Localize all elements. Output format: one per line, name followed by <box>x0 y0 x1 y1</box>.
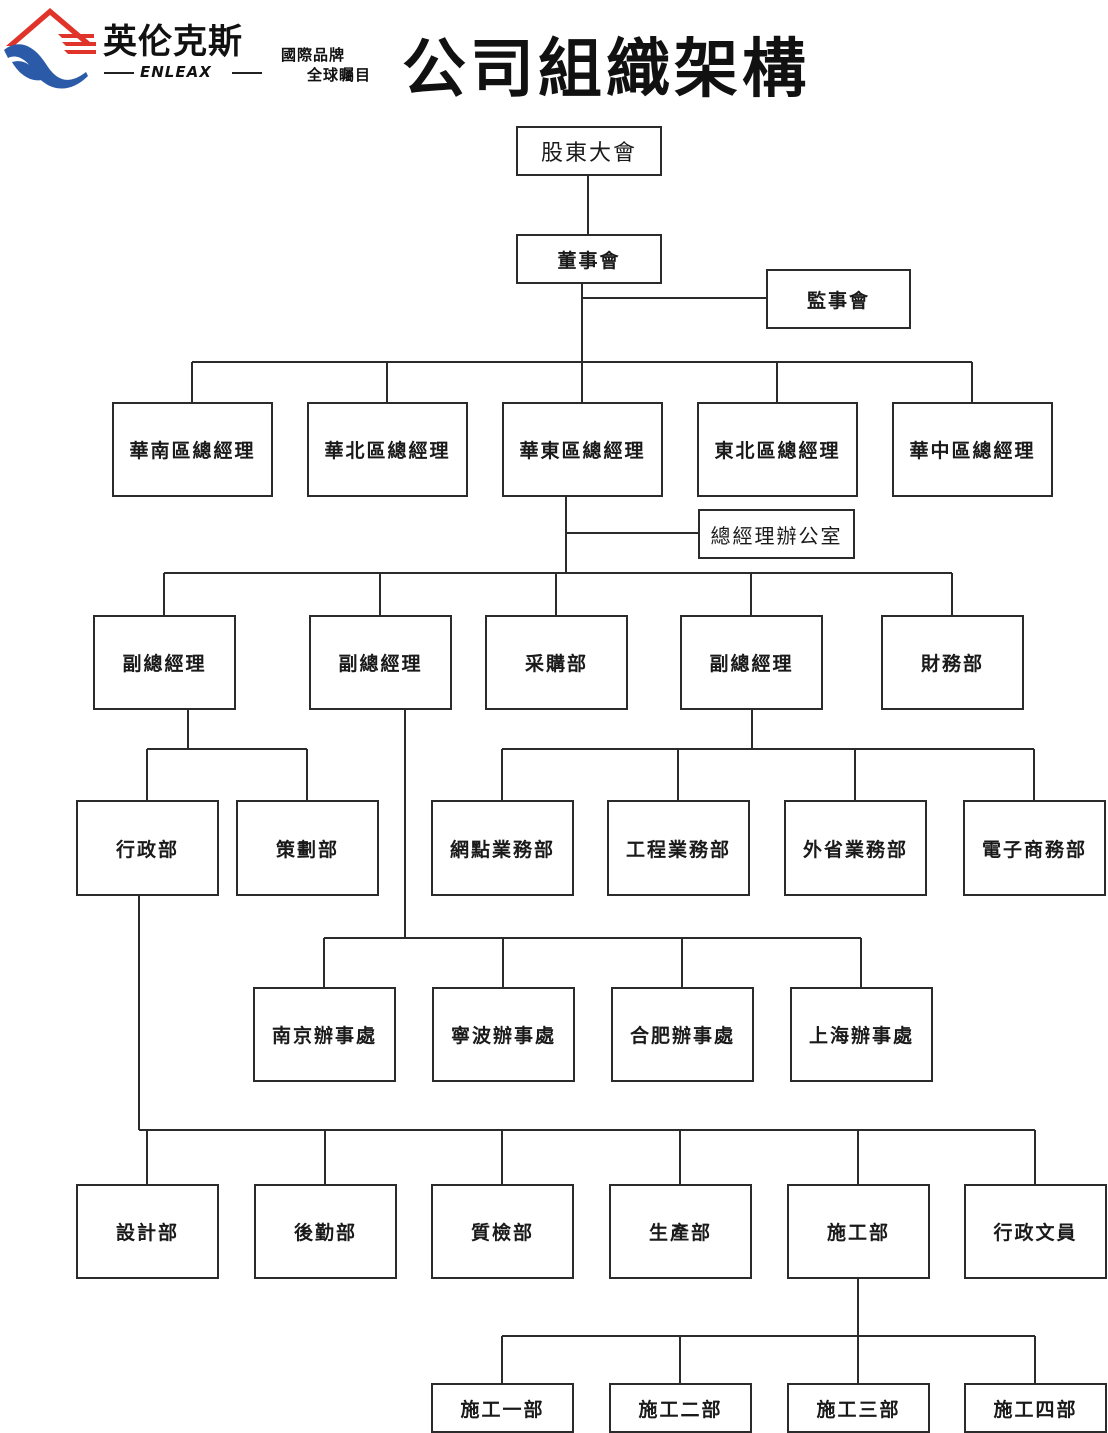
node-gm-south-china: 華南區總經理 <box>112 402 273 497</box>
page-title: 公司組織架構 <box>402 33 810 107</box>
brand-rule-right <box>232 72 262 74</box>
node-construction-dept: 施工部 <box>787 1184 930 1279</box>
slogan-line-2: 全球矚目 <box>306 66 371 84</box>
node-gm-office: 總經理辦公室 <box>698 509 855 559</box>
node-gm-east-china: 華東區總經理 <box>502 402 663 497</box>
brand-english-lockup: ENLEAX <box>104 62 266 82</box>
node-board-of-directors: 董事會 <box>516 234 662 284</box>
node-vice-gm-2: 副總經理 <box>309 615 452 710</box>
node-engineering-sales-dept: 工程業務部 <box>607 800 750 896</box>
node-quality-inspection-dept: 質檢部 <box>431 1184 574 1279</box>
node-vice-gm-3: 副總經理 <box>680 615 823 710</box>
slogan-line-1: 國際品牌 <box>281 46 346 64</box>
node-finance-dept: 財務部 <box>881 615 1024 710</box>
node-admin-clerk: 行政文員 <box>964 1184 1107 1279</box>
node-production-dept: 生產部 <box>609 1184 752 1279</box>
node-gm-central-china: 華中區總經理 <box>892 402 1053 497</box>
node-provincial-sales-dept: 外省業務部 <box>784 800 927 896</box>
node-construction-team-4: 施工四部 <box>964 1383 1107 1433</box>
node-hefei-office: 合肥辦事處 <box>611 987 754 1082</box>
node-shanghai-office: 上海辦事處 <box>790 987 933 1082</box>
node-construction-team-2: 施工二部 <box>609 1383 752 1433</box>
node-vice-gm-1: 副總經理 <box>93 615 236 710</box>
node-construction-team-3: 施工三部 <box>787 1383 930 1433</box>
brand-english-name: ENLEAX <box>140 63 212 81</box>
node-admin-dept: 行政部 <box>76 800 219 896</box>
node-purchasing-dept: 采購部 <box>485 615 628 710</box>
node-board-of-supervisors: 監事會 <box>766 269 911 329</box>
enleax-logo-icon <box>4 8 96 89</box>
node-ningbo-office: 寧波辦事處 <box>432 987 575 1082</box>
node-nanjing-office: 南京辦事處 <box>253 987 396 1082</box>
node-logistics-dept: 後勤部 <box>254 1184 397 1279</box>
brand-chinese-name: 英伦克斯 <box>103 22 243 62</box>
header: 英伦克斯 ENLEAX 國際品牌 全球矚目 公司組織架構 <box>0 0 1108 107</box>
node-gm-northeast: 東北區總經理 <box>697 402 858 497</box>
node-ecommerce-dept: 電子商務部 <box>963 800 1106 896</box>
node-shareholders-meeting: 股東大會 <box>516 126 662 176</box>
node-gm-north-china: 華北區總經理 <box>307 402 468 497</box>
node-network-sales-dept: 網點業務部 <box>431 800 574 896</box>
node-design-dept: 設計部 <box>76 1184 219 1279</box>
brand-rule-left <box>104 72 134 74</box>
node-construction-team-1: 施工一部 <box>431 1383 574 1433</box>
node-planning-dept: 策劃部 <box>236 800 379 896</box>
